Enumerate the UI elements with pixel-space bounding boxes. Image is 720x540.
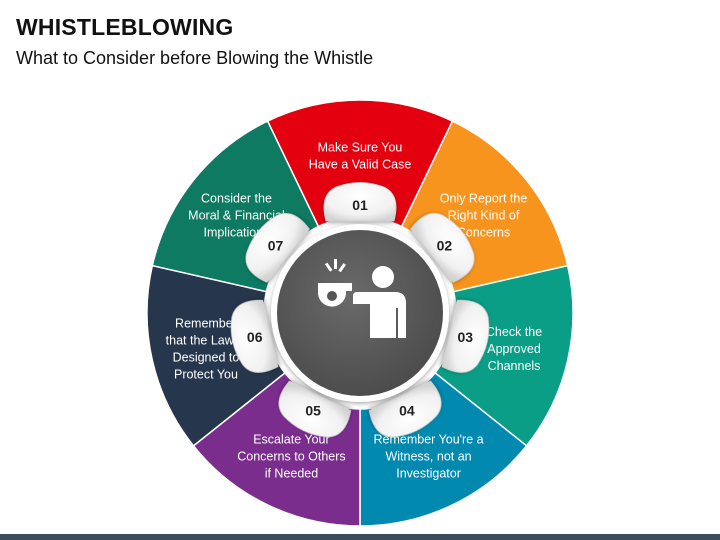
segment-06-label-line: Protect You (174, 368, 238, 382)
segment-05-label-line: if Needed (265, 466, 319, 480)
step-badge-04 (368, 380, 442, 438)
step-number-01: 01 (352, 197, 368, 213)
hub-circle (277, 230, 443, 396)
segment-02-label-line: Only Report the (440, 191, 528, 205)
step-number-02: 02 (437, 238, 453, 254)
segment-01-label-line: Have a Valid Case (309, 158, 412, 172)
step-number-07: 07 (268, 238, 284, 254)
step-badge-01 (323, 182, 397, 222)
segment-04-label-line: Investigator (396, 466, 461, 480)
segment-05-label-line: Escalate Your (253, 432, 329, 446)
step-badge-shape (230, 299, 279, 373)
segment-06-label-line: Designed to (173, 351, 240, 365)
segment-05-label-line: Concerns to Others (237, 449, 345, 463)
step-badge-shape (410, 212, 475, 283)
segment-07-label-line: Moral & Financial (188, 208, 285, 222)
segment-01-label-line: Make Sure You (318, 141, 403, 155)
step-badge-05 (278, 380, 352, 438)
segment-03-label-line: Approved (487, 342, 541, 356)
segment-04-label-line: Witness, not an (385, 449, 471, 463)
step-badge-shape (278, 380, 352, 438)
step-number-05: 05 (305, 402, 321, 418)
step-badge-03 (441, 299, 490, 373)
step-badge-shape (441, 299, 490, 373)
segment-03-label-line: Channels (488, 359, 541, 373)
segment-07-label-line: Implications (203, 225, 269, 239)
page-subtitle: What to Consider before Blowing the Whis… (16, 48, 374, 68)
step-number-06: 06 (247, 329, 263, 345)
segment-07-label-line: Consider the (201, 191, 272, 205)
page-title: WHISTLEBLOWING (16, 14, 234, 40)
step-number-04: 04 (399, 402, 415, 418)
step-badge-shape (368, 380, 442, 438)
segment-02-label-line: Right Kind of (448, 208, 520, 222)
segment-03-label-line: Check the (486, 325, 542, 339)
step-badge-shape (323, 182, 397, 222)
segment-06-label-line: Remember (175, 317, 237, 331)
bottom-bar (0, 534, 720, 540)
step-badge-shape (245, 212, 310, 283)
step-badge-06 (230, 299, 279, 373)
step-badge-02 (410, 212, 475, 283)
step-badge-07 (245, 212, 310, 283)
step-number-03: 03 (458, 329, 474, 345)
segment-02-label-line: Concerns (457, 225, 511, 239)
segment-06-label-line: that the Law is (166, 334, 247, 348)
whistleblower-icon (318, 259, 406, 338)
